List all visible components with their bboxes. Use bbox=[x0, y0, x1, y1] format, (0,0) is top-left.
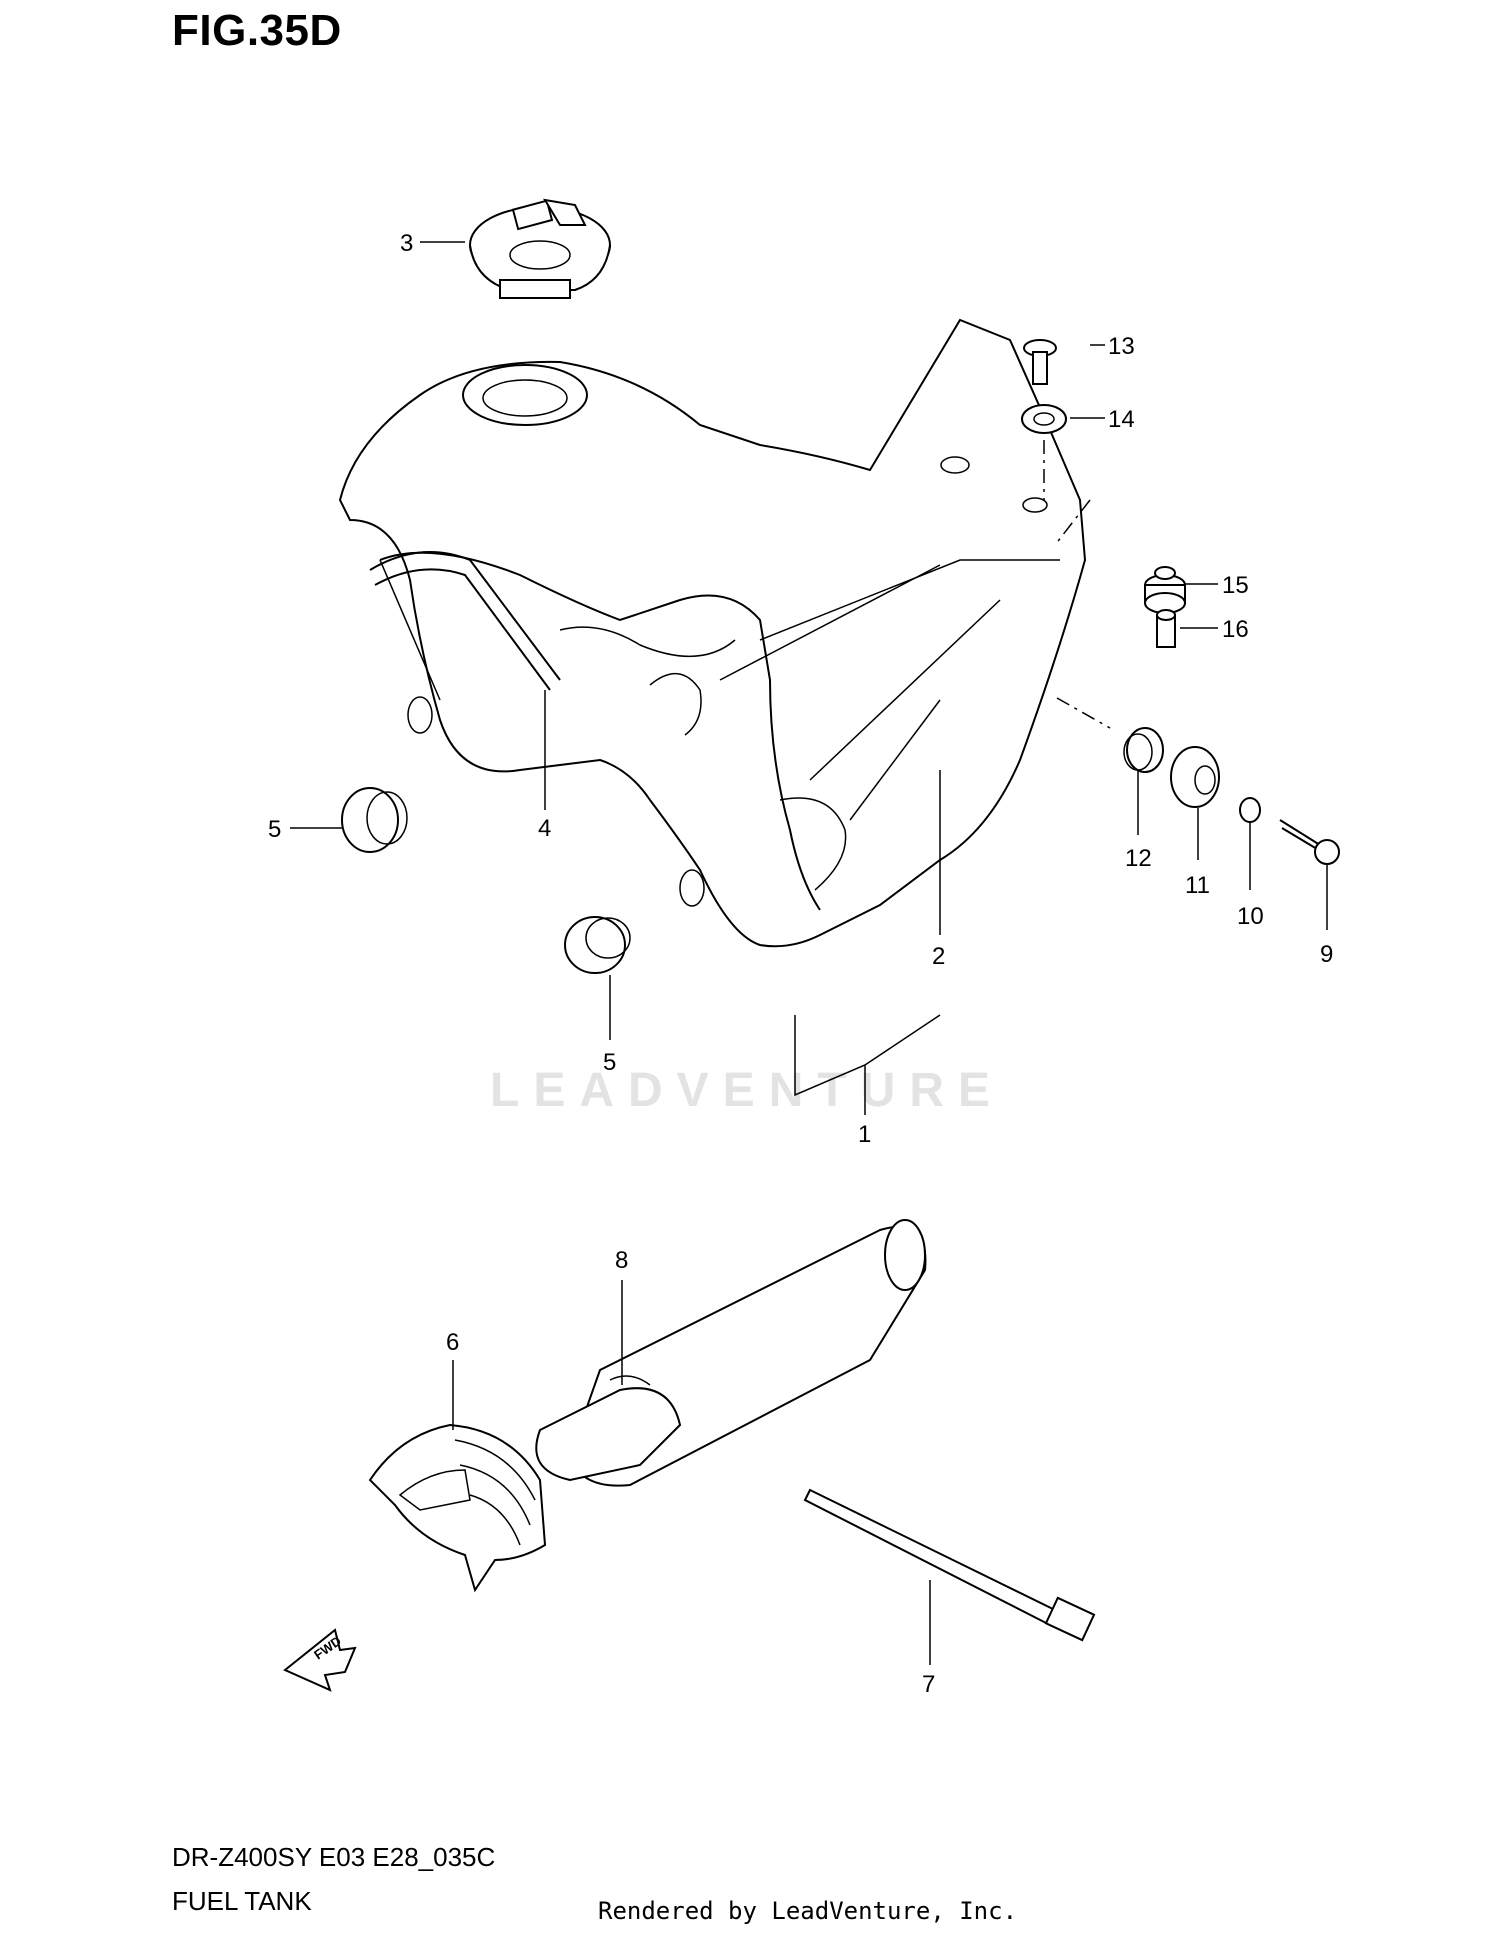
callout-6: 6 bbox=[446, 1329, 459, 1356]
model-code: DR-Z400SY E03 E28_035C bbox=[172, 1842, 496, 1872]
callout-1: 1 bbox=[858, 1121, 871, 1148]
callout-labels: 3 13 14 15 16 12 11 10 9 4 5 5 2 1 8 6 7 bbox=[268, 230, 1333, 1698]
section-name: FUEL TANK bbox=[172, 1886, 312, 1916]
screw-drawing bbox=[1023, 339, 1057, 385]
fuel-tank-drawing bbox=[338, 318, 1087, 948]
callout-8: 8 bbox=[615, 1247, 628, 1274]
callout-12: 12 bbox=[1125, 845, 1152, 872]
rendered-by-credit: Rendered by LeadVenture, Inc. bbox=[598, 1897, 1018, 1925]
cushion-small-drawing bbox=[1123, 727, 1164, 773]
callout-14: 14 bbox=[1108, 406, 1135, 433]
cushion-center-drawing bbox=[564, 916, 631, 974]
callout-4: 4 bbox=[538, 815, 551, 842]
tank-strap-drawing bbox=[369, 551, 561, 691]
cable-tie-drawing bbox=[803, 1488, 1096, 1642]
callout-15: 15 bbox=[1222, 572, 1249, 599]
callout-5-center: 5 bbox=[603, 1049, 616, 1076]
callout-2: 2 bbox=[932, 943, 945, 970]
hose-protector-drawing bbox=[535, 1219, 927, 1487]
figure-title: FIG.35D bbox=[172, 6, 342, 55]
fuel-cap-drawing bbox=[469, 198, 611, 299]
callout-13: 13 bbox=[1108, 333, 1135, 360]
watermark-text: LEADVENTURE bbox=[490, 1064, 1004, 1117]
bolt-drawing bbox=[1279, 819, 1340, 865]
callout-10: 10 bbox=[1237, 903, 1264, 930]
cushion-large-drawing bbox=[1170, 746, 1220, 808]
collar-small-drawing bbox=[1239, 797, 1261, 823]
callout-9: 9 bbox=[1320, 941, 1333, 968]
fwd-arrow-icon bbox=[283, 1628, 357, 1692]
callout-16: 16 bbox=[1222, 616, 1249, 643]
cushion-left-drawing bbox=[341, 787, 408, 853]
grommet-drawing bbox=[1144, 566, 1186, 614]
callout-3: 3 bbox=[400, 230, 413, 257]
spacer-drawing bbox=[1156, 609, 1176, 648]
fwd-direction-marker: FWD bbox=[283, 1628, 357, 1692]
leader-lines bbox=[290, 241, 1328, 1665]
clamp-cover-drawing bbox=[368, 1423, 547, 1593]
callout-7: 7 bbox=[922, 1671, 935, 1698]
callout-5-left: 5 bbox=[268, 816, 281, 843]
callout-11: 11 bbox=[1185, 872, 1210, 899]
washer-drawing bbox=[1021, 404, 1067, 434]
